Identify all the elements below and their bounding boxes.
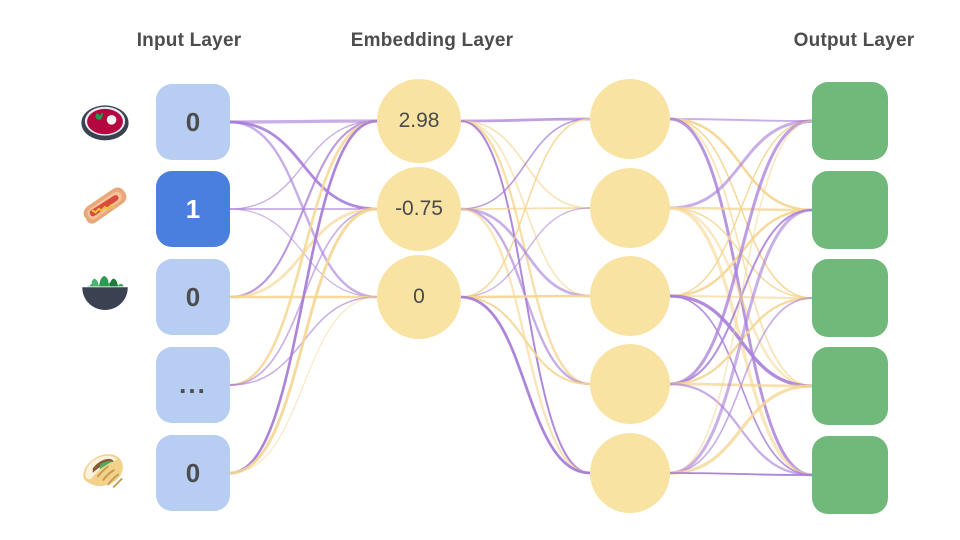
output-node-0[interactable]	[812, 82, 888, 160]
input-layer-title: Input Layer	[136, 30, 242, 51]
hidden-node-3[interactable]	[590, 344, 670, 424]
output-layer-title: Output Layer	[793, 30, 915, 51]
hot-dog-icon	[74, 177, 136, 239]
input-node-2-value: 0	[185, 281, 201, 312]
input-node-2[interactable]: 0	[156, 259, 230, 335]
embedding-layer-title: Embedding Layer	[350, 30, 514, 51]
hidden-node-1[interactable]	[590, 168, 670, 248]
embedding-node-2-value: 0	[413, 285, 425, 308]
embedding-node-0-value: 2.98	[398, 109, 440, 132]
embedding-node-1[interactable]: -0.75	[377, 167, 461, 251]
burrito-icon	[74, 441, 136, 503]
input-node-4[interactable]: 0	[156, 435, 230, 511]
stew-bowl-icon	[74, 91, 136, 153]
output-node-3[interactable]	[812, 347, 888, 425]
input-node-1[interactable]: 1	[156, 171, 230, 247]
green-salad-icon	[74, 265, 136, 327]
input-node-4-value: 0	[185, 457, 201, 488]
ellipsis-icon	[74, 352, 136, 414]
input-node-3[interactable]: ...	[156, 347, 230, 423]
input-node-0[interactable]: 0	[156, 84, 230, 160]
hidden-node-4[interactable]	[590, 433, 670, 513]
output-node-4[interactable]	[812, 436, 888, 514]
embedding-node-1-value: -0.75	[395, 197, 443, 220]
hidden-node-0[interactable]	[590, 79, 670, 159]
input-node-3-value: ...	[179, 369, 207, 400]
input-node-1-value: 1	[185, 193, 201, 224]
input-node-0-value: 0	[185, 106, 201, 137]
embedding-node-2[interactable]: 0	[377, 255, 461, 339]
embedding-node-0[interactable]: 2.98	[377, 79, 461, 163]
hidden-node-2[interactable]	[590, 256, 670, 336]
output-node-1[interactable]	[812, 171, 888, 249]
output-node-2[interactable]	[812, 259, 888, 337]
